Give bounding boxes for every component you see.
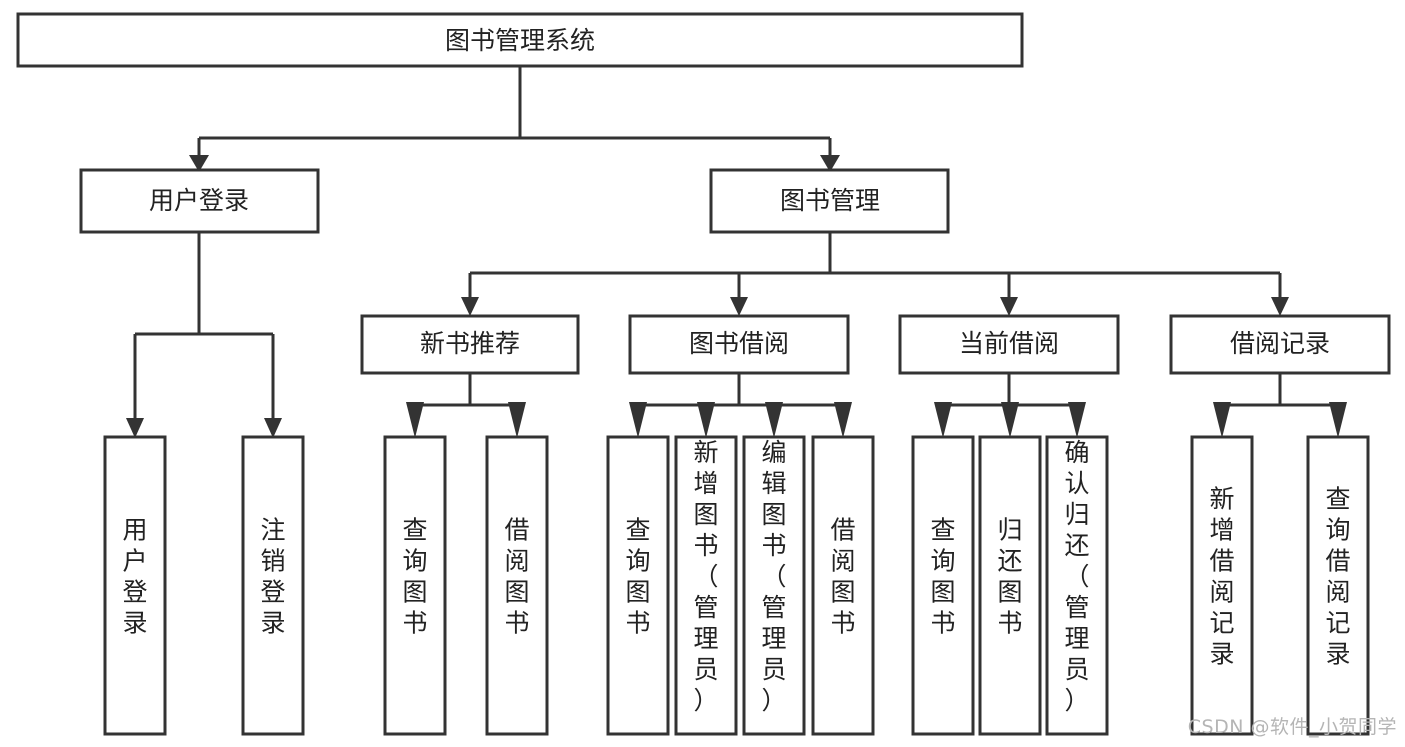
node-label-leaf2: 注销登录 — [260, 516, 285, 638]
node-box-bookmgmt[interactable] — [709, 168, 950, 234]
node-box-newbook[interactable] — [360, 314, 580, 375]
connector-bookmgmt-bus — [468, 232, 1282, 300]
arrow-head-icon — [126, 418, 144, 438]
node-box-root[interactable] — [16, 12, 1024, 68]
node-label-leaf10: 归还图书 — [997, 516, 1022, 638]
node-leaf9[interactable]: 查询图书 — [911, 435, 975, 736]
node-leaf1[interactable]: 用户登录 — [103, 435, 167, 736]
node-leaf12[interactable]: 新增借阅记录 — [1190, 435, 1254, 736]
node-box-leaf10[interactable] — [978, 435, 1042, 736]
arrow-head-icon — [765, 402, 783, 438]
node-label-leaf11: 确认归还（管理员） — [1064, 438, 1089, 715]
node-box-leaf4[interactable] — [485, 435, 549, 736]
node-box-leaf13[interactable] — [1306, 435, 1370, 736]
node-leaf4[interactable]: 借阅图书 — [485, 435, 549, 736]
node-leaf7[interactable]: 编辑图书（管理员） — [742, 435, 806, 736]
arrow-head-icon — [1271, 297, 1289, 316]
node-label-records: 借阅记录 — [1230, 329, 1330, 358]
arrow-head-icon — [1329, 402, 1347, 438]
arrow-head-icon — [461, 297, 479, 316]
node-bookmgmt[interactable]: 图书管理 — [709, 168, 950, 234]
node-box-leaf1[interactable] — [103, 435, 167, 736]
node-leaf10[interactable]: 归还图书 — [978, 435, 1042, 736]
node-box-login[interactable] — [79, 168, 320, 234]
node-leaf6[interactable]: 新增图书（管理员） — [674, 435, 738, 736]
node-label-current: 当前借阅 — [959, 329, 1059, 358]
connector-records-bus — [1220, 373, 1340, 421]
node-box-leaf3[interactable] — [383, 435, 447, 736]
arrow-head-icon — [820, 155, 840, 172]
arrow-head-icon — [834, 402, 852, 438]
arrow-head-icon — [508, 402, 526, 438]
node-current[interactable]: 当前借阅 — [898, 314, 1120, 375]
node-label-leaf13: 查询借阅记录 — [1325, 485, 1350, 669]
connector-login-bus — [133, 232, 275, 421]
arrow-head-icon — [1068, 402, 1086, 438]
node-leaf5[interactable]: 查询图书 — [606, 435, 670, 736]
node-box-records[interactable] — [1169, 314, 1391, 375]
connector-borrow-bus — [636, 373, 845, 421]
node-label-borrow: 图书借阅 — [689, 329, 789, 358]
arrow-head-icon — [697, 402, 715, 438]
node-leaf3[interactable]: 查询图书 — [383, 435, 447, 736]
arrow-head-icon — [629, 402, 647, 438]
node-box-leaf7[interactable] — [742, 435, 806, 736]
node-label-leaf8: 借阅图书 — [830, 516, 855, 638]
node-label-leaf5: 查询图书 — [625, 516, 650, 638]
node-leaf8[interactable]: 借阅图书 — [811, 435, 875, 736]
leaf-nodes-group: 用户登录 注销登录 查询图书 借阅图书 查询图书 新增图书（管理员） — [103, 435, 1370, 736]
node-label-leaf7: 编辑图书（管理员） — [761, 438, 786, 715]
arrow-head-icon — [1000, 297, 1018, 316]
node-box-leaf2[interactable] — [241, 435, 305, 736]
arrow-head-icon — [406, 402, 424, 438]
node-login[interactable]: 用户登录 — [79, 168, 320, 234]
node-label-leaf12: 新增借阅记录 — [1209, 485, 1234, 669]
node-box-leaf11[interactable] — [1045, 435, 1109, 736]
node-leaf13[interactable]: 查询借阅记录 — [1306, 435, 1370, 736]
node-leaf11[interactable]: 确认归还（管理员） — [1045, 435, 1109, 736]
arrowheads-group — [126, 155, 1347, 438]
arrow-head-icon — [730, 297, 748, 316]
node-label-login: 用户登录 — [149, 186, 249, 215]
node-label-leaf4: 借阅图书 — [504, 516, 529, 638]
node-box-leaf5[interactable] — [606, 435, 670, 736]
node-leaf2[interactable]: 注销登录 — [241, 435, 305, 736]
node-box-leaf12[interactable] — [1190, 435, 1254, 736]
node-label-leaf9: 查询图书 — [930, 516, 955, 638]
node-label-leaf3: 查询图书 — [402, 516, 427, 638]
arrow-head-icon — [934, 402, 952, 438]
node-label-root: 图书管理系统 — [445, 26, 595, 55]
node-box-current[interactable] — [898, 314, 1120, 375]
node-label-leaf1: 用户登录 — [122, 516, 147, 638]
arrow-head-icon — [189, 155, 209, 172]
node-label-newbook: 新书推荐 — [420, 329, 520, 358]
arrow-head-icon — [1213, 402, 1231, 438]
node-label-leaf6: 新增图书（管理员） — [693, 438, 718, 715]
node-box-leaf9[interactable] — [911, 435, 975, 736]
node-label-bookmgmt: 图书管理 — [780, 186, 880, 215]
arrow-head-icon — [1001, 402, 1019, 438]
node-box-borrow[interactable] — [628, 314, 850, 375]
node-root[interactable]: 图书管理系统 — [16, 12, 1024, 68]
node-box-leaf6[interactable] — [674, 435, 738, 736]
connector-root-bus — [197, 66, 832, 158]
node-borrow[interactable]: 图书借阅 — [628, 314, 850, 375]
node-records[interactable]: 借阅记录 — [1169, 314, 1391, 375]
connectors-group — [133, 66, 1340, 421]
arrow-head-icon — [264, 418, 282, 438]
connector-newbook-bus — [413, 373, 519, 421]
node-newbook[interactable]: 新书推荐 — [360, 314, 580, 375]
node-box-leaf8[interactable] — [811, 435, 875, 736]
